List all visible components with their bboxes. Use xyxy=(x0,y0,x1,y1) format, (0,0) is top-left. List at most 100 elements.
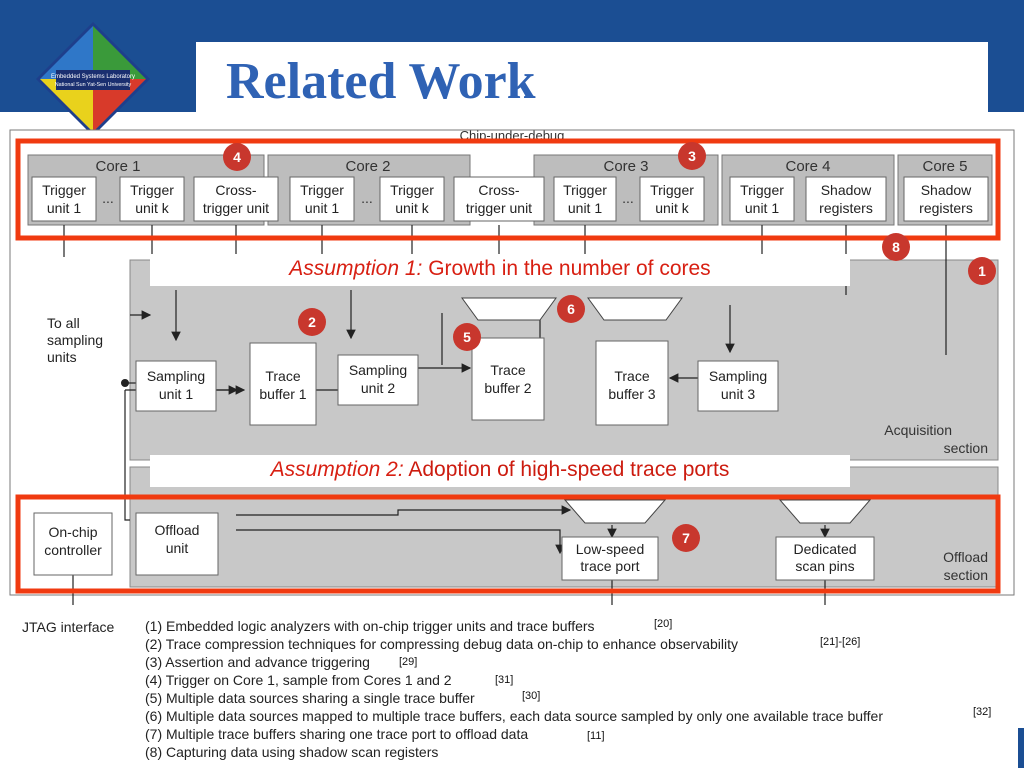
badge-6: 6 xyxy=(567,301,575,317)
ref-item-5: (5) Multiple data sources sharing a sing… xyxy=(145,690,475,706)
svg-text:trace port: trace port xyxy=(580,558,639,574)
core-4-label: Core 4 xyxy=(785,158,830,175)
shadow-c5-a: Shadow xyxy=(921,182,972,198)
svg-text:Offload: Offload xyxy=(155,522,200,538)
acquisition-line-1: Acquisition xyxy=(884,422,952,438)
svg-text:controller: controller xyxy=(44,542,102,558)
logo-line-1: Embedded Systems Laboratory xyxy=(51,74,135,80)
unit-c4-t1-b: unit 1 xyxy=(745,200,779,216)
unit-c2-t1-b: unit 1 xyxy=(305,200,339,216)
ref-item-8: (8) Capturing data using shadow scan reg… xyxy=(145,744,439,760)
title-panel xyxy=(196,42,988,112)
assumption-1-text: Growth in the number of cores xyxy=(422,257,711,280)
highlight-offload xyxy=(15,494,1001,594)
unit-c2-tk-a: Trigger xyxy=(390,182,434,198)
ref-item-4: (4) Trigger on Core 1, sample from Cores… xyxy=(145,672,452,688)
low-speed-trace-port xyxy=(561,536,659,581)
unit-c1-t1-b: unit 1 xyxy=(47,200,81,216)
ref-item-6: (6) Multiple data sources mapped to mult… xyxy=(145,708,884,724)
right-edge-bar xyxy=(1018,728,1024,768)
sampling-unit-2 xyxy=(337,354,419,406)
svg-text:Dedicated: Dedicated xyxy=(793,541,856,557)
badge-5: 5 xyxy=(463,329,471,345)
cite-2: [21]-[26] xyxy=(820,636,861,648)
unit-c1-tk-b: unit k xyxy=(135,200,169,216)
svg-text:unit 3: unit 3 xyxy=(721,386,755,402)
cross-trigger-1-b: trigger unit xyxy=(203,200,269,216)
sampling-unit-1 xyxy=(135,360,217,412)
svg-text:Trace: Trace xyxy=(614,368,649,384)
assumption-1-banner: Assumption 1: Growth in the number of co… xyxy=(150,254,850,286)
unit-c3-t1-a: Trigger xyxy=(563,182,607,198)
cite-7: [11] xyxy=(587,730,605,742)
svg-text:buffer 3: buffer 3 xyxy=(608,386,655,402)
shadow-c4-b: registers xyxy=(819,200,873,216)
unit-c3-t1-b: unit 1 xyxy=(568,200,602,216)
svg-text:buffer 2: buffer 2 xyxy=(484,380,531,396)
to-all-label-3: units xyxy=(47,349,77,365)
svg-text:Sampling: Sampling xyxy=(349,362,407,378)
unit-c1-tk-a: Trigger xyxy=(130,182,174,198)
cite-3: [29] xyxy=(399,656,418,668)
core-2-label: Core 2 xyxy=(345,158,390,175)
to-all-label-1: To all xyxy=(47,315,80,331)
offload-line-2: section xyxy=(944,567,988,583)
unit-c1-t1-a: Trigger xyxy=(42,182,86,198)
ref-item-2: (2) Trace compression techniques for com… xyxy=(145,636,738,652)
highlight-cores xyxy=(15,138,1001,241)
shadow-c5-b: registers xyxy=(919,200,973,216)
trace-buffer-2 xyxy=(471,337,545,421)
unit-c2-t1-a: Trigger xyxy=(300,182,344,198)
jtag-label: JTAG interface xyxy=(22,619,115,635)
ellipsis-3: ... xyxy=(622,190,634,206)
core-5-label: Core 5 xyxy=(922,158,967,175)
badge-1: 1 xyxy=(978,263,986,279)
svg-text:Sampling: Sampling xyxy=(709,368,767,384)
offload-unit xyxy=(135,512,219,576)
svg-text:unit: unit xyxy=(166,540,189,556)
svg-text:unit 2: unit 2 xyxy=(361,380,395,396)
ref-item-3: (3) Assertion and advance triggering xyxy=(145,654,370,670)
ellipsis-2: ... xyxy=(361,190,373,206)
svg-text:unit 1: unit 1 xyxy=(159,386,193,402)
dedicated-scan-pins xyxy=(775,536,875,581)
svg-text:Trace: Trace xyxy=(265,368,300,384)
acquisition-line-2: section xyxy=(944,440,988,456)
trace-buffer-3 xyxy=(595,340,669,426)
lab-logo: Embedded Systems Laboratory National Sun… xyxy=(36,22,150,136)
onchip-controller xyxy=(33,512,113,576)
ref-item-1: (1) Embedded logic analyzers with on-chi… xyxy=(145,618,595,634)
trace-buffer-1 xyxy=(249,342,317,426)
badge-4: 4 xyxy=(233,149,241,165)
ref-item-7: (7) Multiple trace buffers sharing one t… xyxy=(145,726,529,742)
reference-list: JTAG interface (1) Embedded logic analyz… xyxy=(0,608,1024,768)
unit-c2-tk-b: unit k xyxy=(395,200,429,216)
cite-1: [20] xyxy=(654,618,673,630)
unit-c4-t1-a: Trigger xyxy=(740,182,784,198)
badge-7: 7 xyxy=(682,530,690,546)
badge-3: 3 xyxy=(688,148,696,164)
svg-text:scan pins: scan pins xyxy=(795,558,854,574)
cross-trigger-2-b: trigger unit xyxy=(466,200,532,216)
svg-text:buffer 1: buffer 1 xyxy=(259,386,306,402)
assumption-2-banner: Assumption 2: Adoption of high-speed tra… xyxy=(150,455,850,487)
logo-line-2: National Sun Yat-Sen University xyxy=(55,82,132,88)
cross-trigger-2-a: Cross- xyxy=(478,182,520,198)
cite-6: [32] xyxy=(973,706,992,718)
shadow-c4-a: Shadow xyxy=(821,182,872,198)
assumption-2-text: Adoption of high-speed trace ports xyxy=(403,458,730,481)
offload-line-1: Offload xyxy=(943,549,988,565)
unit-c3-tk-b: unit k xyxy=(655,200,689,216)
unit-c3-tk-a: Trigger xyxy=(650,182,694,198)
svg-text:Sampling: Sampling xyxy=(147,368,205,384)
badge-8: 8 xyxy=(892,239,900,255)
slide-title: Related Work xyxy=(226,53,536,110)
svg-text:On-chip: On-chip xyxy=(48,524,97,540)
badge-2: 2 xyxy=(308,314,316,330)
svg-text:Low-speed: Low-speed xyxy=(576,541,645,557)
assumption-1-label: Assumption 1: xyxy=(289,257,423,280)
debug-architecture-diagram: Chip-under-debug Core 1 Core 2 Core 3 Co… xyxy=(9,128,1015,605)
cite-4: [31] xyxy=(495,674,514,686)
core-3-label: Core 3 xyxy=(603,158,648,175)
to-all-label-2: sampling xyxy=(47,332,103,348)
